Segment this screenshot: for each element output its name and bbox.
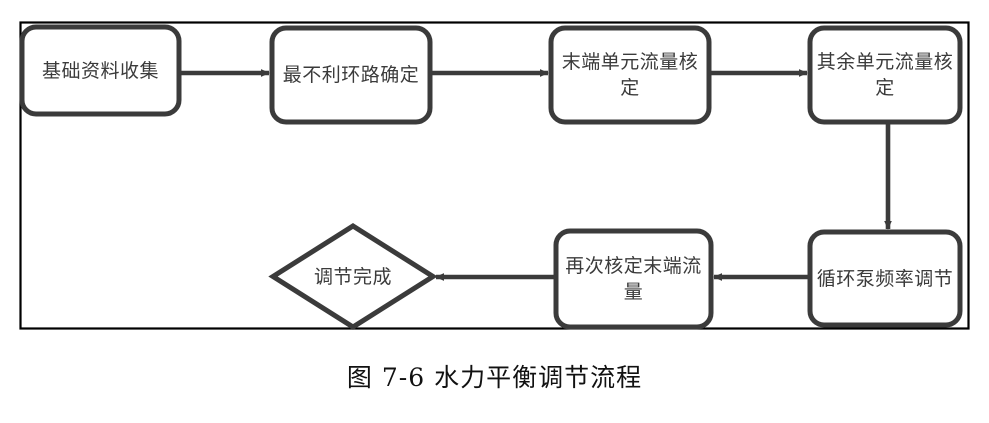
node-box-recheck-terminal-flow[interactable] xyxy=(553,228,714,330)
node-box-worst-loop-determination[interactable] xyxy=(269,25,433,125)
node-box-terminal-unit-flow-check[interactable] xyxy=(548,25,712,125)
node-box-basic-data-collection[interactable] xyxy=(19,24,182,117)
node-box-pump-frequency-adjust[interactable] xyxy=(807,229,963,328)
figure-caption: 图 7-6 水力平衡调节流程 xyxy=(346,363,643,392)
node-diamond-adjustment-complete[interactable] xyxy=(268,223,438,330)
node-box-other-unit-flow-check[interactable] xyxy=(807,25,963,125)
outer-frame xyxy=(19,21,970,330)
